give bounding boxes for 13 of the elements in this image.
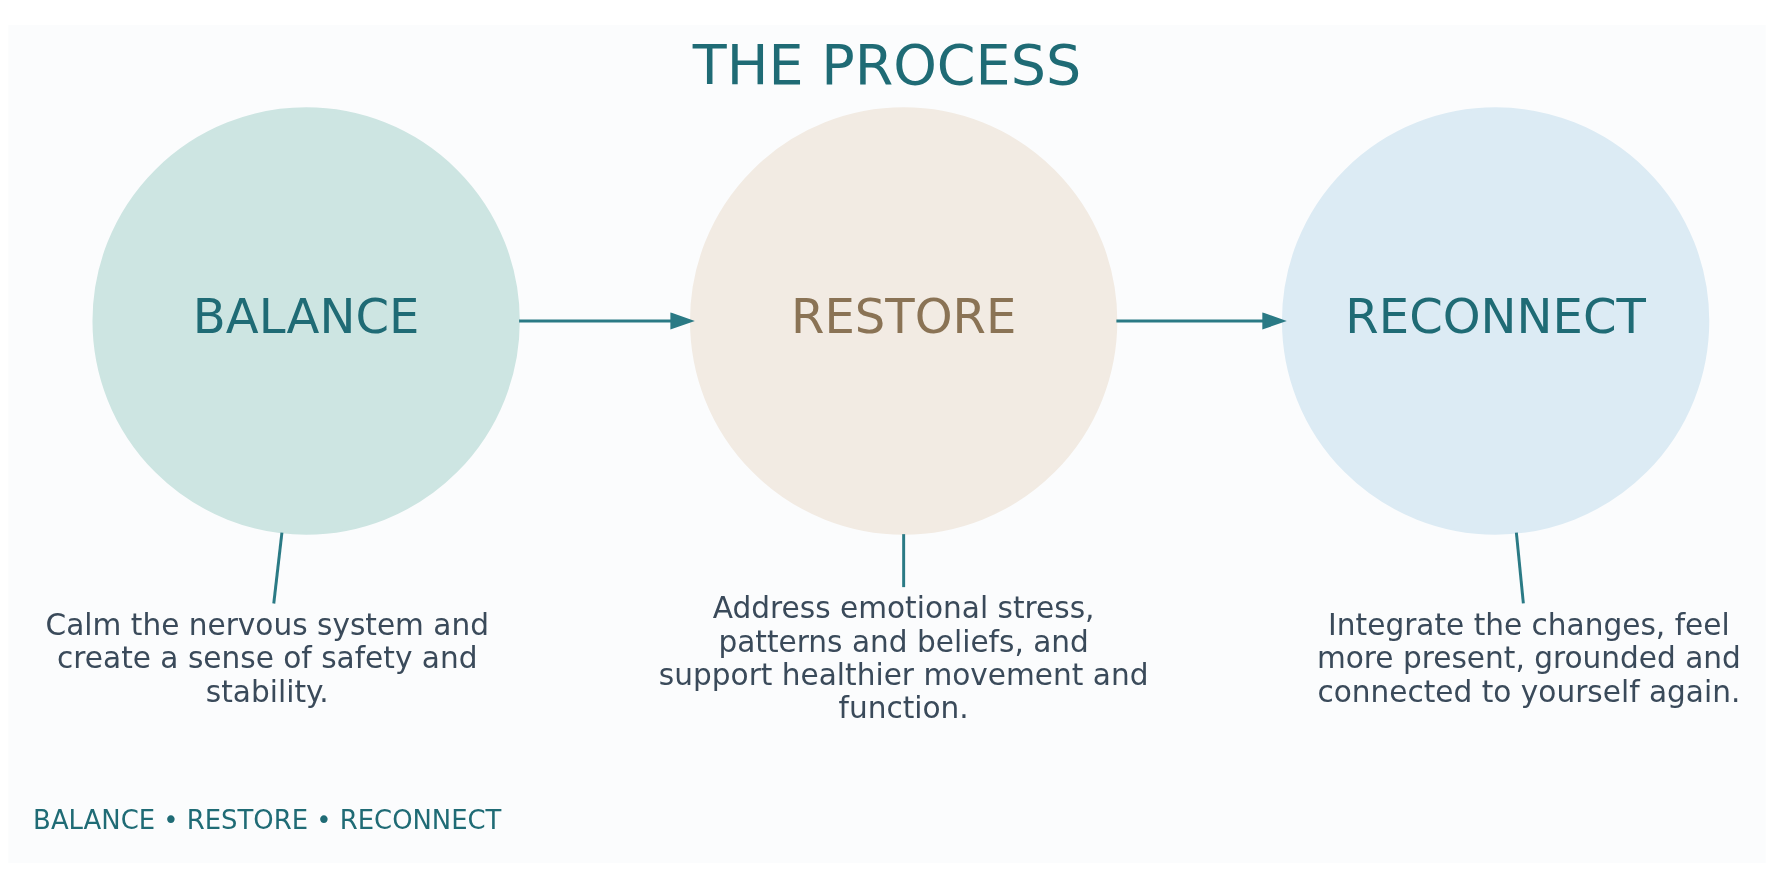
diagram-title: THE PROCESS [692,31,1082,97]
node-text: Integrate the changes, feel more present, grounded and connected to yourself again. [1316,607,1741,709]
connector [1514,532,1525,604]
connector [902,533,906,587]
connector [272,532,284,604]
arrow [1116,311,1287,330]
node-circle: RECONNECT [1281,106,1710,535]
node-circle: RESTORE [690,106,1118,535]
label: BALANCE • RESTORE • RECONNECT [33,804,502,835]
node-text: Address emotional stress, patterns and beliefs, and support healthier movement and function. [658,590,1149,725]
arrow [519,311,695,330]
node-circle: BALANCE [92,106,520,535]
node-text: Calm the nervous system and create a sense of safety and stability. [45,607,489,709]
